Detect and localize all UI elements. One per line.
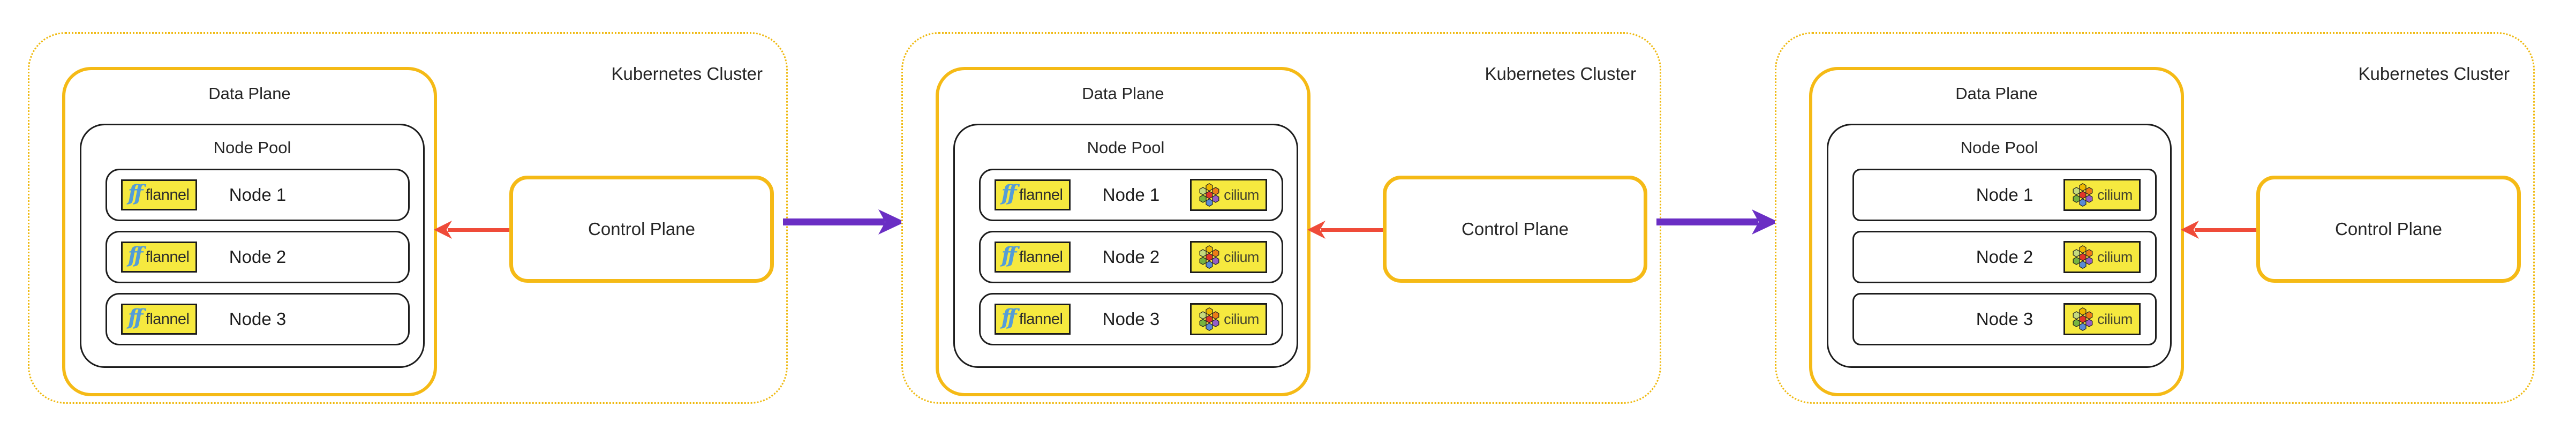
data-plane-title: Data Plane <box>1955 84 2038 103</box>
node-row: Node 1 cilium <box>1852 169 2157 221</box>
flannel-logo-icon: ff <box>1001 305 1017 330</box>
node-label: Node 2 <box>229 247 287 267</box>
cilium-logo-icon <box>2073 245 2093 269</box>
cilium-badge-label: cilium <box>2097 186 2133 203</box>
flannel-badge: ff flannel <box>995 242 1071 273</box>
cilium-logo-icon <box>1199 307 1219 331</box>
flannel-badge: ff flannel <box>995 179 1071 210</box>
kubernetes-cluster-2: Kubernetes Cluster Data Plane Node Pool … <box>901 32 1661 404</box>
node-label: Node 1 <box>229 185 287 205</box>
cilium-badge: cilium <box>1190 179 1267 211</box>
node-row: ff flannel Node 3 cilium <box>979 293 1283 345</box>
node-pool-title: Node Pool <box>1087 138 1165 157</box>
data-plane-title: Data Plane <box>208 84 291 103</box>
control-plane: Control Plane <box>509 176 774 283</box>
cilium-logo-icon <box>1199 245 1219 269</box>
node-row: Node 2 cilium <box>1852 231 2157 283</box>
cilium-logo-icon <box>1199 183 1219 207</box>
cilium-badge: cilium <box>2063 241 2141 273</box>
node-pool-title: Node Pool <box>1960 138 2038 157</box>
node-label: Node 1 <box>1102 185 1160 205</box>
cluster-title: Kubernetes Cluster <box>1485 64 1636 84</box>
node-label: Node 3 <box>229 309 287 329</box>
cluster-title: Kubernetes Cluster <box>2358 64 2510 84</box>
flannel-badge-label: flannel <box>1019 248 1063 266</box>
control-to-data-arrow <box>448 228 509 232</box>
node-pool: Node Pool ff flannel Node 1 ff flannel N… <box>80 124 425 368</box>
cilium-badge-label: cilium <box>1224 186 1259 203</box>
node-label: Node 1 <box>1976 185 2033 205</box>
node-pool: Node Pool Node 1 cilium Node 2 cilium <box>1827 124 2172 368</box>
cilium-badge: cilium <box>2063 179 2141 211</box>
flannel-logo-icon: ff <box>1001 180 1017 206</box>
cilium-badge-label: cilium <box>1224 248 1259 265</box>
data-plane: Data Plane Node Pool ff flannel Node 1 c… <box>936 67 1310 396</box>
flannel-badge: ff flannel <box>121 179 197 210</box>
cilium-badge-label: cilium <box>2097 248 2133 265</box>
flannel-logo-icon: ff <box>127 243 144 268</box>
control-plane-label: Control Plane <box>1462 219 1569 239</box>
node-label: Node 3 <box>1102 309 1160 329</box>
data-plane: Data Plane Node Pool ff flannel Node 1 f… <box>62 67 437 396</box>
flannel-logo-icon: ff <box>1001 243 1017 268</box>
flannel-badge-label: flannel <box>145 186 190 203</box>
node-pool: Node Pool ff flannel Node 1 cilium ff f <box>953 124 1298 368</box>
control-to-data-arrow <box>1321 228 1383 232</box>
flannel-badge-label: flannel <box>145 310 190 328</box>
node-label: Node 2 <box>1976 247 2033 267</box>
node-label: Node 2 <box>1102 247 1160 267</box>
node-row: ff flannel Node 2 <box>106 231 410 283</box>
flannel-badge-label: flannel <box>1019 186 1063 203</box>
flannel-badge: ff flannel <box>995 304 1071 335</box>
node-row: Node 3 cilium <box>1852 293 2157 345</box>
cilium-badge-label: cilium <box>2097 311 2133 327</box>
cilium-badge-label: cilium <box>1224 311 1259 327</box>
kubernetes-cluster-1: Kubernetes Cluster Data Plane Node Pool … <box>28 32 788 404</box>
flannel-logo-icon: ff <box>127 180 144 206</box>
flannel-badge: ff flannel <box>121 304 197 335</box>
node-row: ff flannel Node 3 <box>106 293 410 345</box>
cilium-badge: cilium <box>1190 241 1267 273</box>
control-plane-label: Control Plane <box>2335 219 2442 239</box>
control-to-data-arrow <box>2195 228 2256 232</box>
arrow-line <box>783 218 885 225</box>
control-plane: Control Plane <box>1383 176 1647 283</box>
cilium-badge: cilium <box>1190 303 1267 335</box>
data-plane-title: Data Plane <box>1082 84 1164 103</box>
control-plane: Control Plane <box>2256 176 2521 283</box>
node-row: ff flannel Node 2 cilium <box>979 231 1283 283</box>
flannel-badge: ff flannel <box>121 242 197 273</box>
flannel-badge-label: flannel <box>1019 310 1063 328</box>
node-row: ff flannel Node 1 cilium <box>979 169 1283 221</box>
data-plane: Data Plane Node Pool Node 1 cilium Node … <box>1809 67 2184 396</box>
flannel-badge-label: flannel <box>145 248 190 266</box>
cilium-badge: cilium <box>2063 303 2141 335</box>
cluster-title: Kubernetes Cluster <box>611 64 763 84</box>
cilium-logo-icon <box>2073 307 2093 331</box>
arrow-line <box>1656 218 1758 225</box>
flannel-logo-icon: ff <box>127 305 144 330</box>
node-label: Node 3 <box>1976 309 2033 329</box>
node-pool-title: Node Pool <box>213 138 291 157</box>
cilium-logo-icon <box>2073 183 2093 207</box>
node-row: ff flannel Node 1 <box>106 169 410 221</box>
kubernetes-cluster-3: Kubernetes Cluster Data Plane Node Pool … <box>1775 32 2535 404</box>
control-plane-label: Control Plane <box>588 219 695 239</box>
